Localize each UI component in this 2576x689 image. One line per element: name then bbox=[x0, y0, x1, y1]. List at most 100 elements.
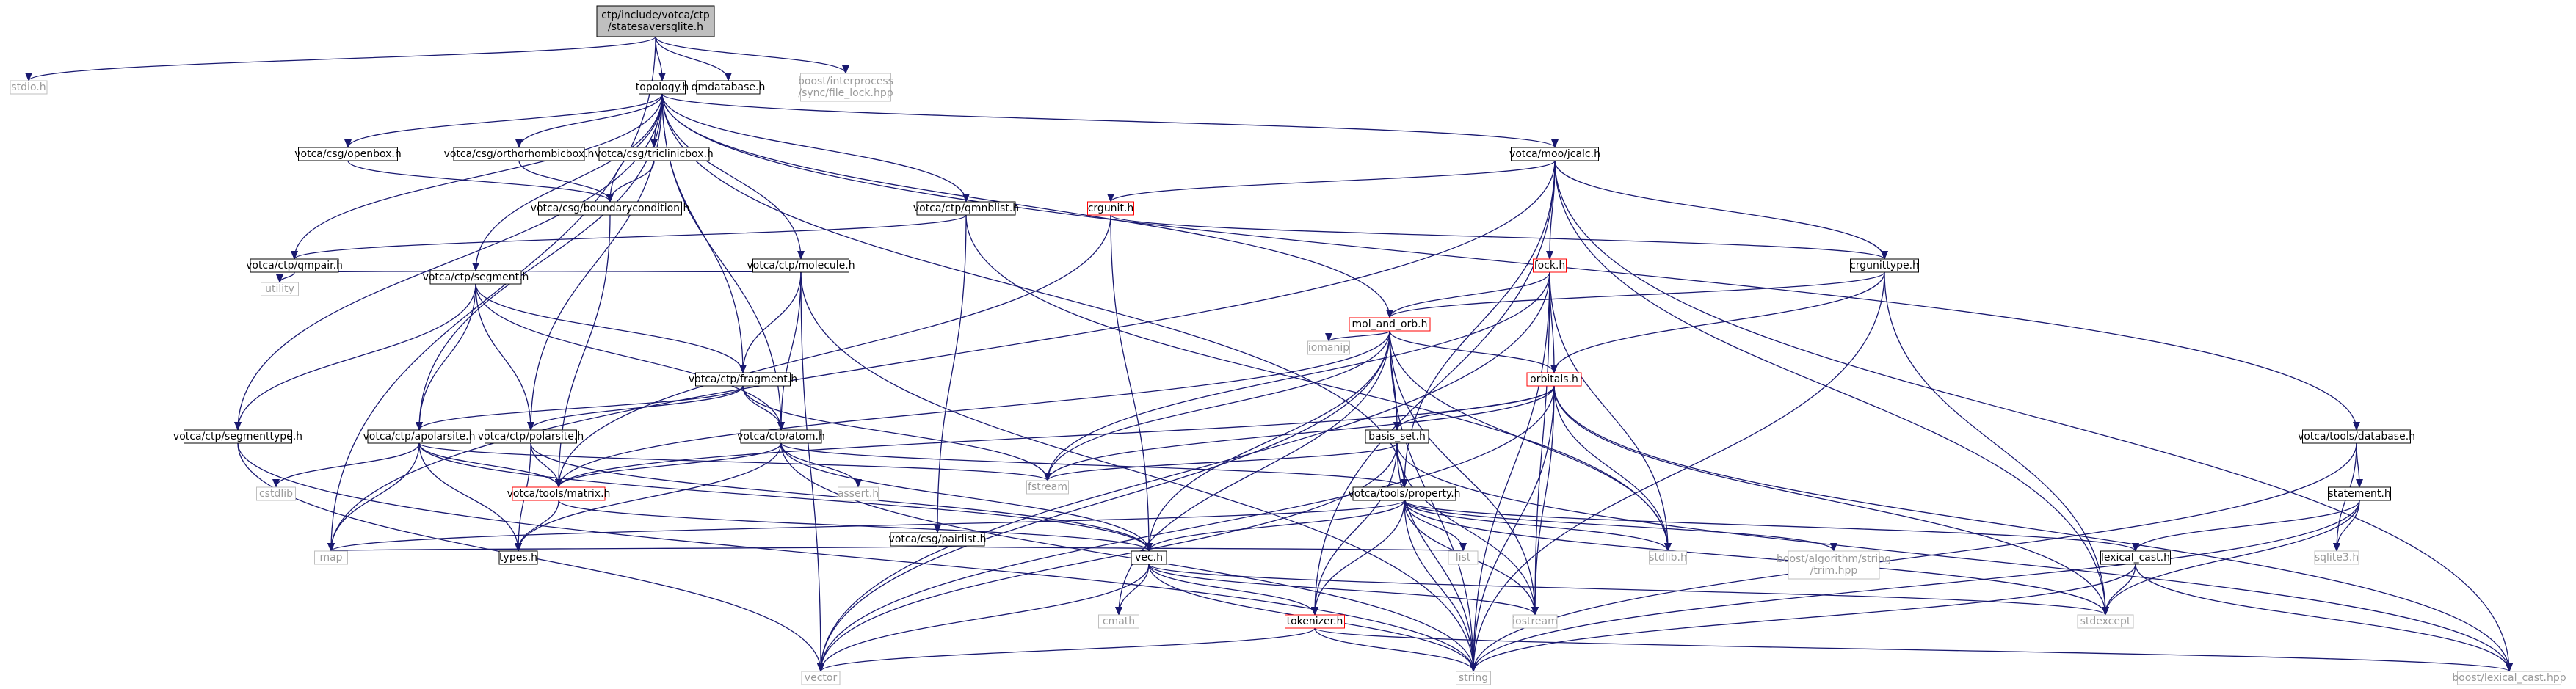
edge-ctp_qmnblist-to-csg_pairlist bbox=[934, 214, 967, 533]
node-label: assert.h bbox=[838, 488, 879, 500]
edge-orbitals-to-string bbox=[1470, 385, 1555, 672]
edge-mol_and_orb-to-iostream bbox=[1389, 330, 1539, 616]
edge-fock-to-vector bbox=[817, 271, 1550, 672]
node-ctp_segment[interactable]: votca/ctp/segment.h bbox=[423, 270, 529, 285]
node-box bbox=[1788, 550, 1880, 580]
node-csg_ortho[interactable]: votca/csg/orthorhombicbox.h bbox=[444, 147, 595, 161]
node-tools_matrix[interactable]: votca/tools/matrix.h bbox=[507, 486, 611, 501]
edge-orbitals-to-iostream bbox=[1531, 385, 1555, 616]
edge-moo_jcalc-to-tokenizer bbox=[1311, 160, 1556, 616]
node-lexical_cast[interactable]: lexical_cast.h bbox=[2100, 550, 2171, 565]
edge-fock-to-mol_and_orb bbox=[1386, 271, 1550, 318]
edge-tokenizer-to-string bbox=[1314, 627, 1477, 672]
node-statement[interactable]: statement.h bbox=[2328, 486, 2391, 501]
edge-tools_property-to-tokenizer bbox=[1311, 500, 1405, 616]
edge-fock-to-iostream bbox=[1531, 271, 1550, 616]
node-csg_triclinic[interactable]: votca/csg/triclinicbox.h bbox=[595, 147, 714, 161]
node-tools_database[interactable]: votca/tools/database.h bbox=[2298, 429, 2415, 444]
node-box bbox=[598, 147, 710, 161]
edge-ctp_qmnblist-to-ctp_qmpair bbox=[291, 214, 967, 260]
edge-moo_jcalc-to-tools_property bbox=[1401, 160, 1556, 488]
node-box bbox=[314, 550, 348, 565]
node-box bbox=[256, 486, 296, 501]
edge-vec-to-cmath bbox=[1115, 564, 1150, 616]
node-label: /trim.hpp bbox=[1810, 565, 1858, 577]
node-ctp_polarsite[interactable]: votca/ctp/polarsite.h bbox=[478, 429, 584, 444]
edge-tools_database-to-string bbox=[1470, 442, 2357, 672]
node-tools_property[interactable]: votca/tools/property.h bbox=[1348, 486, 1461, 501]
edge-layer bbox=[25, 36, 2513, 672]
node-ctp_apolarsite[interactable]: votca/ctp/apolarsite.h bbox=[363, 429, 476, 444]
node-types[interactable]: types.h bbox=[498, 550, 538, 565]
node-box bbox=[250, 258, 339, 273]
edge-orbitals-to-boost_lexical bbox=[1553, 385, 2513, 672]
node-ctp_segmenttype[interactable]: votca/ctp/segmenttype.h bbox=[173, 429, 302, 444]
node-csg_pairlist[interactable]: votca/csg/pairlist.h bbox=[889, 532, 987, 547]
edge-tokenizer-to-boost_lexical bbox=[1314, 627, 2513, 672]
node-box bbox=[1512, 614, 1558, 629]
edge-topology-to-ctp_qmnblist bbox=[661, 93, 970, 203]
node-box bbox=[801, 671, 841, 685]
edge-crgunittype-to-stdexcept bbox=[1884, 271, 2109, 616]
node-ctp_qmnblist[interactable]: votca/ctp/qmnblist.h bbox=[913, 201, 1019, 216]
node-mol_and_orb[interactable]: mol_and_orb.h bbox=[1349, 317, 1431, 332]
node-tokenizer[interactable]: tokenizer.h bbox=[1285, 614, 1345, 629]
edge-ctp_atom-to-tools_matrix bbox=[555, 442, 782, 488]
node-moo_jcalc[interactable]: votca/moo/jcalc.h bbox=[1509, 147, 1600, 161]
edge-mol_and_orb-to-tools_matrix bbox=[555, 330, 1390, 488]
node-crgunit[interactable]: crgunit.h bbox=[1087, 201, 1134, 216]
edge-moo_jcalc-to-crgunittype bbox=[1554, 160, 1888, 260]
edge-topology-to-moo_jcalc bbox=[661, 93, 1559, 148]
node-label: votca/tools/property.h bbox=[1348, 488, 1460, 500]
edge-ctp_molecule-to-ctp_atom bbox=[777, 271, 802, 431]
node-box bbox=[740, 429, 822, 444]
node-label: votca/ctp/segmenttype.h bbox=[173, 431, 302, 442]
node-csg_openbox[interactable]: votca/csg/openbox.h bbox=[294, 147, 402, 161]
node-label: iomanip bbox=[1308, 342, 1349, 354]
node-label: iostream bbox=[1512, 616, 1558, 627]
node-label: boost/algorithm/string bbox=[1777, 553, 1891, 565]
node-ctp_qmpair[interactable]: votca/ctp/qmpair.h bbox=[246, 258, 343, 273]
edge-topology-to-mol_and_orb bbox=[661, 93, 1393, 318]
edge-root-to-topology bbox=[655, 36, 666, 81]
edge-basis_set-to-iostream bbox=[1396, 442, 1539, 616]
edge-csg_openbox-to-csg_boundary bbox=[347, 160, 614, 203]
edge-lexical_cast-to-boost_lexical bbox=[2135, 564, 2513, 672]
edge-root-to-interprocess bbox=[655, 36, 849, 74]
edge-orbitals-to-stdlib bbox=[1553, 385, 1672, 552]
edge-ctp_segment-to-ctp_apolarsite bbox=[416, 283, 476, 431]
node-vec[interactable]: vec.h bbox=[1131, 550, 1167, 565]
node-qmdatabase[interactable]: qmdatabase.h bbox=[692, 80, 766, 95]
node-ctp_molecule[interactable]: votca/ctp/molecule.h bbox=[747, 258, 855, 273]
node-csg_boundary[interactable]: votca/csg/boundarycondition.h bbox=[531, 201, 690, 216]
node-label: votca/ctp/fragment.h bbox=[689, 373, 797, 385]
node-label: stdexcept bbox=[2080, 616, 2131, 627]
node-box bbox=[10, 80, 48, 95]
node-orbitals[interactable]: orbitals.h bbox=[1526, 372, 1582, 387]
edge-orbitals-to-fstream bbox=[1044, 385, 1555, 481]
edge-csg_pairlist-to-map bbox=[329, 542, 938, 552]
edge-ctp_atom-to-vec bbox=[780, 442, 1153, 552]
edge-tools_property-to-string bbox=[1404, 500, 1477, 672]
node-label: votca/ctp/qmnblist.h bbox=[913, 203, 1019, 214]
node-box bbox=[1098, 614, 1139, 629]
node-label: orbitals.h bbox=[1530, 373, 1578, 385]
node-ctp_fragment[interactable]: votca/ctp/fragment.h bbox=[689, 372, 797, 387]
node-root[interactable]: ctp/include/votca/ctp/statesaversqlite.h bbox=[596, 5, 715, 37]
node-box bbox=[1285, 614, 1345, 629]
node-crgunittype[interactable]: crgunittype.h bbox=[1850, 258, 1919, 273]
node-box bbox=[2328, 486, 2391, 501]
edge-crgunittype-to-string bbox=[1470, 271, 1885, 672]
node-label: votca/csg/boundarycondition.h bbox=[531, 203, 690, 214]
node-basis_set[interactable]: basis_set.h bbox=[1365, 429, 1429, 444]
node-ctp_atom[interactable]: votca/ctp/atom.h bbox=[737, 429, 825, 444]
edge-ctp_segmenttype-to-string bbox=[237, 442, 1477, 672]
node-sqlite3: sqlite3.h bbox=[2314, 550, 2359, 565]
node-fock[interactable]: fock.h bbox=[1533, 258, 1567, 273]
node-box bbox=[1649, 550, 1687, 565]
node-box bbox=[2457, 671, 2561, 685]
edge-mol_and_orb-to-vec bbox=[1145, 330, 1390, 552]
edge-crgunittype-to-orbitals bbox=[1550, 271, 1885, 373]
node-topology[interactable]: topology.h bbox=[636, 80, 689, 95]
node-label: basis_set.h bbox=[1368, 431, 1426, 442]
